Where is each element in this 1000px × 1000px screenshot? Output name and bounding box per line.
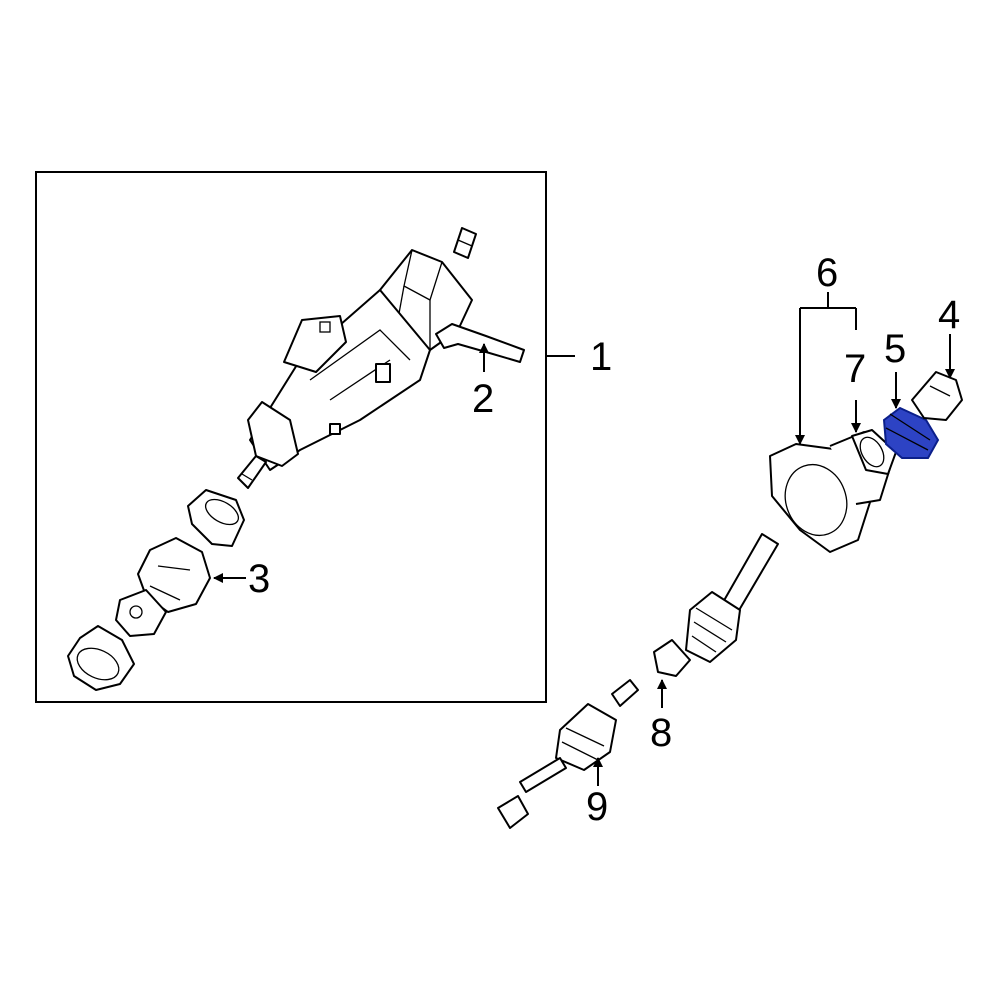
universal-joint[interactable] bbox=[115, 537, 211, 637]
callout-1: 1 bbox=[590, 335, 612, 379]
callout-5: 5 bbox=[884, 327, 906, 371]
assembly-frame bbox=[35, 171, 547, 703]
column-bushing[interactable] bbox=[187, 489, 245, 547]
shaft-boot-highlighted[interactable] bbox=[882, 406, 940, 459]
tilt-lever[interactable] bbox=[435, 323, 525, 363]
callout-7: 7 bbox=[844, 347, 866, 391]
retaining-clip[interactable] bbox=[911, 371, 963, 421]
callout-6-bracket bbox=[795, 292, 857, 445]
callout-3: 3 bbox=[248, 557, 270, 601]
intermediate-shaft[interactable] bbox=[653, 533, 779, 677]
callout-8: 8 bbox=[650, 711, 672, 755]
callout-6: 6 bbox=[816, 251, 838, 295]
steering-column-assembly[interactable] bbox=[237, 227, 477, 489]
lower-coupler[interactable] bbox=[67, 625, 135, 691]
lower-shaft[interactable] bbox=[497, 679, 639, 829]
callout-4: 4 bbox=[938, 293, 960, 337]
callout-9: 9 bbox=[586, 785, 608, 829]
callout-2: 2 bbox=[472, 377, 494, 421]
seal-ring[interactable] bbox=[851, 429, 897, 475]
